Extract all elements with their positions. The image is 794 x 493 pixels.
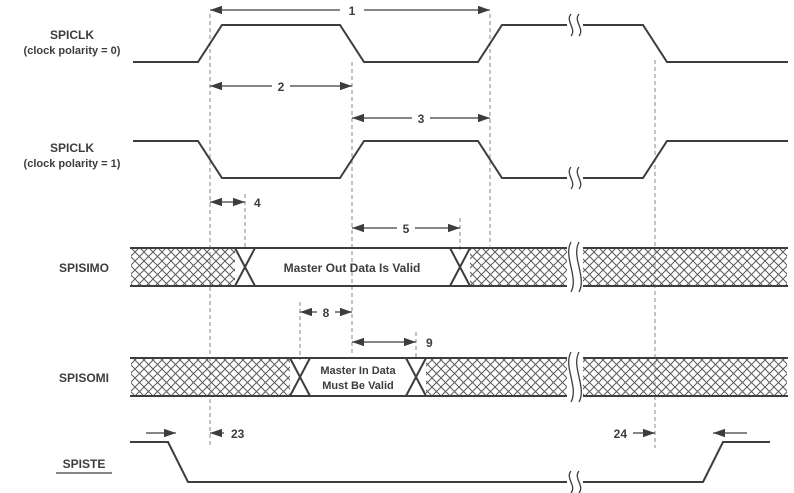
spisimo-valid-label: Master Out Data Is Valid — [284, 261, 421, 275]
break-spiste — [567, 470, 583, 493]
spisomi-valid-label-line1: Master In Data — [320, 365, 396, 377]
spisomi-bus: Master In Data Must Be Valid — [130, 357, 788, 397]
spiclk-pol1-trace — [133, 140, 788, 179]
timing-label-9: 9 — [426, 336, 433, 350]
spiclk-pol0-qualifier: (clock polarity = 0) — [24, 45, 121, 57]
timing-label-2: 2 — [278, 80, 285, 94]
timing-mark-2: 2 — [210, 80, 352, 94]
spisimo-transition-start — [234, 247, 256, 287]
break-spisimo — [567, 241, 583, 293]
spisomi-hatch-right — [426, 359, 787, 395]
spiclk-pol0-label: SPICLK — [50, 28, 94, 42]
spiclk-pol1-waveform — [133, 140, 788, 179]
waveform-break-symbols — [567, 13, 583, 493]
spiste-trace — [130, 441, 770, 483]
timing-mark-5: 5 — [352, 222, 460, 236]
timing-label-3: 3 — [418, 112, 425, 126]
timing-mark-1: 1 — [210, 4, 490, 18]
spiste-label: SPISTE — [63, 457, 106, 471]
spiclk-pol1-qualifier: (clock polarity = 1) — [24, 158, 121, 170]
timing-label-5: 5 — [403, 222, 410, 236]
timing-label-23: 23 — [231, 427, 245, 441]
spisimo-hatch-right — [470, 249, 787, 285]
spisomi-label: SPISOMI — [59, 371, 109, 385]
spisimo-hatch-left — [131, 249, 235, 285]
spiclk-pol0-trace — [133, 24, 788, 63]
timing-mark-23: 23 — [146, 427, 245, 441]
spiste-waveform — [130, 441, 770, 483]
spiclk-pol0-waveform — [133, 24, 788, 63]
timing-mark-4: 4 — [210, 196, 261, 210]
timing-label-1: 1 — [349, 4, 356, 18]
break-spisomi — [567, 351, 583, 403]
signal-labels: SPICLK (clock polarity = 0) SPICLK (cloc… — [24, 28, 121, 474]
timing-mark-9: 9 — [352, 336, 433, 350]
timing-label-24: 24 — [614, 427, 628, 441]
timing-label-4: 4 — [254, 196, 261, 210]
spisomi-valid-label-line2: Must Be Valid — [322, 380, 394, 392]
spiclk-pol1-label: SPICLK — [50, 141, 94, 155]
spisomi-hatch-left — [131, 359, 290, 395]
spisimo-transition-end — [449, 247, 471, 287]
timing-label-8: 8 — [323, 306, 330, 320]
timing-mark-3: 3 — [352, 112, 490, 126]
spisomi-transition-end — [405, 357, 427, 397]
break-spiclk-pol1 — [567, 166, 583, 190]
timing-mark-24: 24 — [614, 427, 747, 441]
timing-mark-8: 8 — [300, 306, 352, 320]
break-spiclk-pol0 — [567, 13, 583, 37]
spisimo-bus: Master Out Data Is Valid — [130, 247, 788, 287]
spisimo-label: SPISIMO — [59, 261, 109, 275]
spisomi-transition-start — [289, 357, 311, 397]
